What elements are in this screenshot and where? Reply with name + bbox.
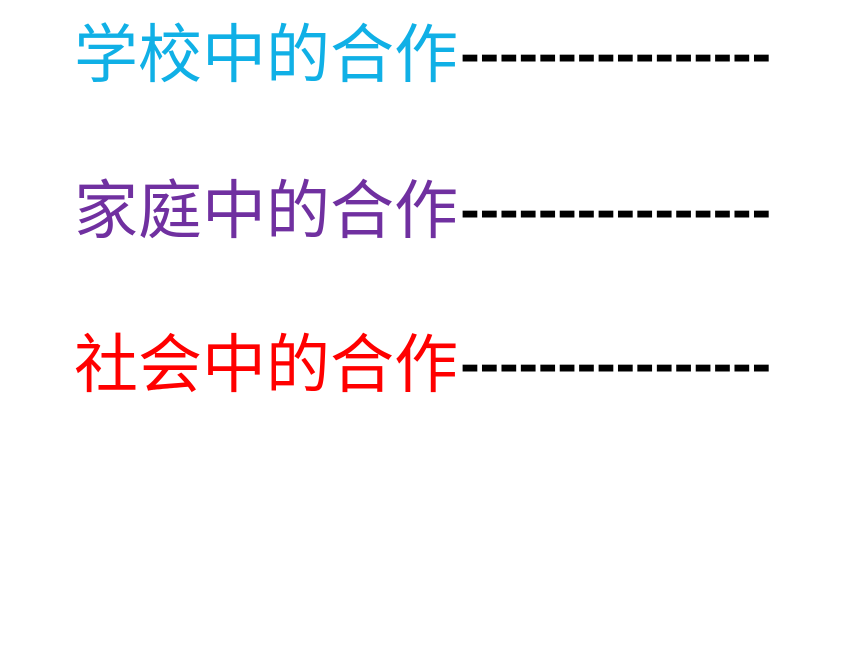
line-family-cooperation: 家庭中的合作 ---------------- (74, 172, 771, 252)
line-label: 家庭中的合作 (74, 175, 458, 249)
line-label: 学校中的合作 (74, 19, 458, 93)
line-dashes: ---------------- (460, 28, 771, 84)
line-society-cooperation: 社会中的合作 ---------------- (74, 326, 771, 406)
line-label: 社会中的合作 (74, 329, 458, 403)
line-dashes: ---------------- (460, 184, 771, 240)
line-school-cooperation: 学校中的合作 ---------------- (74, 16, 771, 96)
line-dashes: ---------------- (460, 338, 771, 394)
